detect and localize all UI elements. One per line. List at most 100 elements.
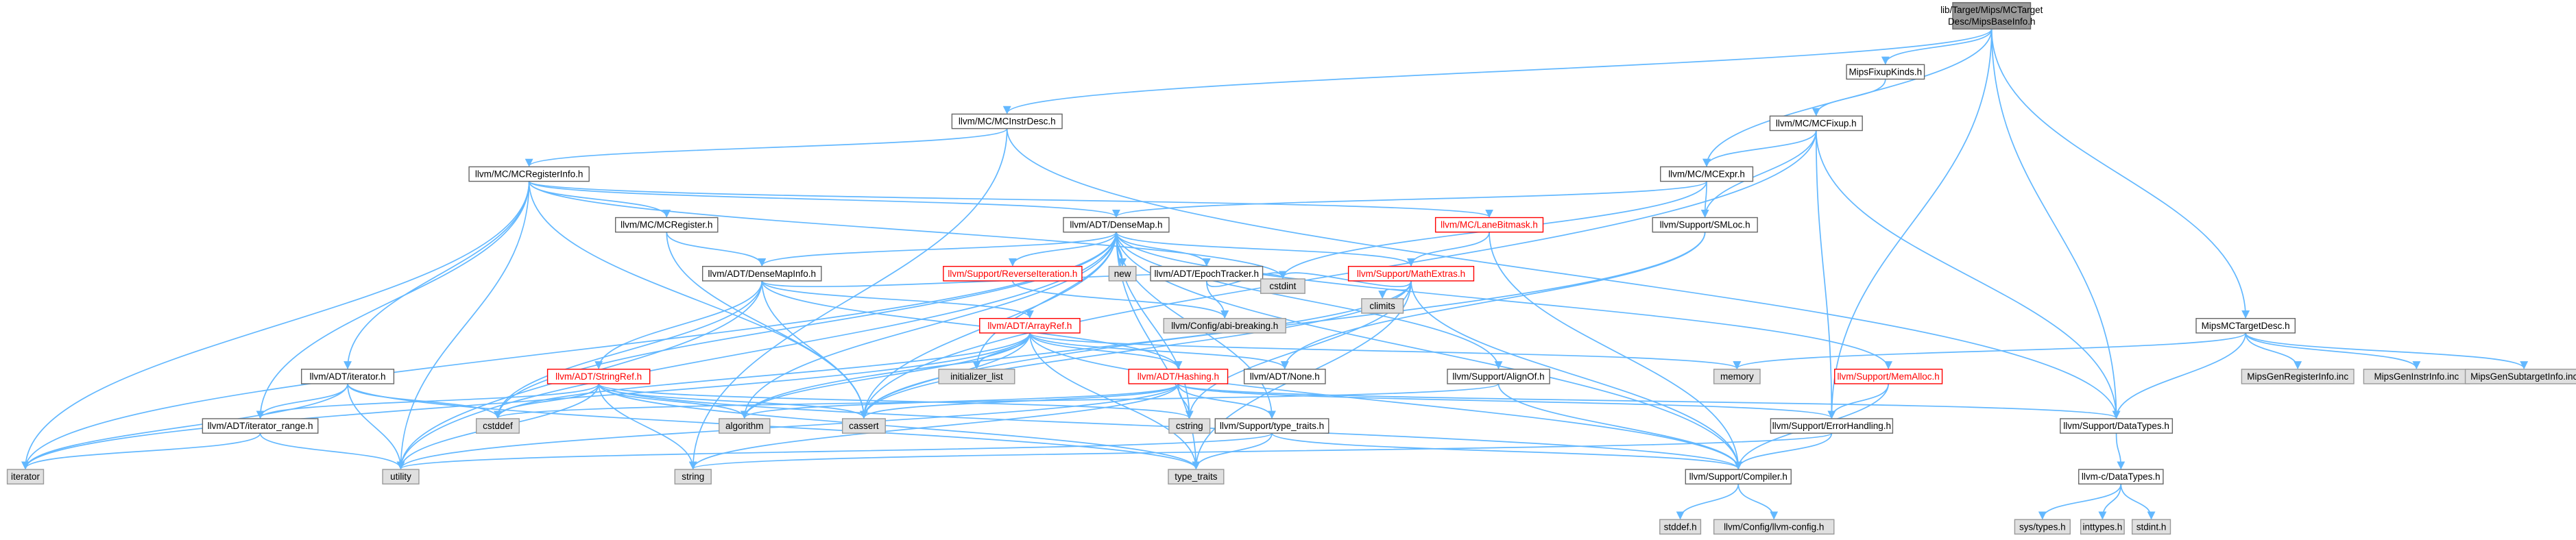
node-geninstrinfo: MipsGenInstrInfo.inc: [2363, 369, 2470, 384]
node-new: new: [1108, 266, 1137, 282]
node-cassert: cassert: [841, 418, 886, 434]
node-llvmconfig-box: [1713, 519, 1835, 535]
edge-densemap-to-densemapinfo: [758, 232, 1117, 267]
node-densemap-box: [1063, 217, 1170, 233]
node-iterator_h[interactable]: llvm/ADT/iterator.h: [301, 369, 395, 384]
node-stringref[interactable]: llvm/ADT/StringRef.h: [546, 369, 651, 384]
node-iterrange[interactable]: llvm/ADT/iterator_range.h: [202, 418, 319, 434]
node-densemapinfo[interactable]: llvm/ADT/DenseMapInfo.h: [701, 266, 822, 282]
node-typetraits_h-box: [1214, 418, 1329, 434]
edge-mcreginfo-to-iterator_h: [344, 181, 530, 369]
edge-fixupkinds-to-mcfixup: [1811, 79, 1886, 116]
edge-reverseiter-to-abibreaking: [1012, 280, 1229, 319]
edge-root-to-datatypes: [1990, 29, 2121, 419]
edge-cdatatypes-to-systypes: [2038, 484, 2122, 520]
node-iterrange-box: [202, 418, 319, 434]
node-mipsmctargetdesc[interactable]: MipsMCTargetDesc.h: [2195, 318, 2296, 334]
edge-datatypes-to-cdatatypes: [2115, 433, 2126, 470]
edge-mipsmctargetdesc-to-memory: [1733, 332, 2247, 369]
edge-hashing-to-errorhandling: [1177, 383, 1836, 419]
node-mathextras-label: llvm/Support/MathExtras.h: [1357, 269, 1465, 279]
node-type_traits-box: [1168, 469, 1225, 484]
node-cstdint-box: [1260, 278, 1305, 294]
node-reverseiter[interactable]: llvm/Support/ReverseIteration.h: [943, 266, 1083, 282]
node-mcfixup[interactable]: llvm/MC/MCFixup.h: [1769, 115, 1863, 132]
node-smloc-label: llvm/Support/SMLoc.h: [1660, 220, 1750, 230]
node-arrayref[interactable]: llvm/ADT/ArrayRef.h: [979, 318, 1081, 334]
node-stdint-label: stdint.h: [2136, 521, 2167, 532]
edge-mcfixup-to-datatypes: [1815, 130, 2121, 419]
edge-mcinstrdesc-to-string: [688, 128, 1008, 470]
node-fixupkinds[interactable]: MipsFixupKinds.h: [1846, 64, 1925, 80]
edge-densemapinfo-to-hashing: [761, 280, 1183, 369]
edge-mcregister-to-densemapinfo: [666, 232, 767, 267]
node-datatypes-box: [2060, 418, 2174, 434]
edge-mipsmctargetdesc-to-geninstrinfo: [2245, 332, 2421, 369]
node-densemap[interactable]: llvm/ADT/DenseMap.h: [1063, 217, 1170, 233]
node-reverseiter-label: llvm/Support/ReverseIteration.h: [948, 269, 1077, 279]
node-initlist-box: [938, 369, 1015, 384]
edge-stringref-to-type_traits: [598, 383, 1201, 470]
edge-arrayref-to-compiler: [1029, 332, 1743, 470]
node-mcregister[interactable]: llvm/MC/MCRegister.h: [614, 217, 719, 233]
node-llvmconfig-label: llvm/Config/llvm-config.h: [1724, 521, 1824, 532]
edge-densemapinfo-to-cassert: [761, 280, 868, 419]
node-arrayref-label: llvm/ADT/ArrayRef.h: [987, 321, 1072, 331]
node-mipsmctargetdesc-label: MipsMCTargetDesc.h: [2202, 321, 2290, 331]
node-mcinstrdesc-box: [951, 113, 1063, 130]
node-algorithm-label: algorithm: [725, 421, 764, 431]
edge-iterator_h-to-iterator_sys: [21, 383, 348, 470]
edge-stringref-to-compiler: [598, 383, 1742, 470]
node-mcreginfo[interactable]: llvm/MC/MCRegisterInfo.h: [468, 166, 590, 182]
node-stringref-label: llvm/ADT/StringRef.h: [555, 371, 642, 382]
edge-iterator_h-to-utility: [347, 383, 405, 470]
node-typetraits_h[interactable]: llvm/Support/type_traits.h: [1214, 418, 1329, 434]
edge-arrayref-to-hashing: [1029, 332, 1183, 369]
node-mcinstrdesc[interactable]: llvm/MC/MCInstrDesc.h: [951, 113, 1063, 130]
node-epochtracker[interactable]: llvm/ADT/EpochTracker.h: [1150, 266, 1264, 282]
node-lanebitmask[interactable]: llvm/MC/LaneBitmask.h: [1434, 217, 1544, 233]
node-memalloc[interactable]: llvm/Support/MemAlloc.h: [1834, 369, 1943, 384]
edge-mcreginfo-to-mcregister: [528, 181, 671, 218]
node-type_traits-label: type_traits: [1175, 471, 1218, 482]
node-smloc[interactable]: llvm/Support/SMLoc.h: [1652, 217, 1758, 233]
node-root[interactable]: lib/Target/Mips/MCTargetDesc/MipsBaseInf…: [1940, 2, 2043, 30]
node-mathextras[interactable]: llvm/Support/MathExtras.h: [1347, 266, 1475, 282]
node-mcexpr[interactable]: llvm/MC/MCExpr.h: [1660, 166, 1754, 182]
node-abibreaking: llvm/Config/abi-breaking.h: [1163, 318, 1286, 334]
node-iterator_h-box: [301, 369, 395, 384]
edge-mcreginfo-to-utility: [396, 181, 530, 470]
node-algorithm-box: [719, 418, 771, 434]
node-alignof-label: llvm/Support/AlignOf.h: [1452, 371, 1544, 382]
edge-iterrange-to-utility: [259, 432, 405, 470]
edge-hashing-to-datatypes: [1177, 383, 2121, 419]
node-mcinstrdesc-label: llvm/MC/MCInstrDesc.h: [959, 116, 1056, 127]
edge-mcexpr-to-smloc: [1700, 181, 1709, 218]
node-cstdint-label: cstdint: [1269, 281, 1296, 291]
node-initlist: initializer_list: [938, 369, 1015, 384]
node-hashing[interactable]: llvm/ADT/Hashing.h: [1128, 369, 1229, 384]
node-cstddef: cstddef: [475, 418, 520, 434]
node-cdatatypes[interactable]: llvm-c/DataTypes.h: [2078, 469, 2164, 484]
node-alignof[interactable]: llvm/Support/AlignOf.h: [1447, 369, 1550, 384]
node-compiler[interactable]: llvm/Support/Compiler.h: [1685, 469, 1792, 484]
node-densemap-label: llvm/ADT/DenseMap.h: [1070, 220, 1162, 230]
edge-root-to-mcinstrdesc: [1003, 29, 1993, 114]
edge-memalloc-to-errorhandling: [1827, 383, 1889, 419]
edge-stringref-to-iterrange: [256, 383, 599, 419]
node-arrayref-box: [979, 318, 1081, 334]
edge-mcinstrdesc-to-mcreginfo: [525, 127, 1008, 167]
node-string: string: [674, 469, 712, 484]
edge-epochtracker-to-abibreaking: [1205, 280, 1229, 319]
node-inttypes-label: inttypes.h: [2082, 521, 2122, 532]
node-none-label: llvm/ADT/None.h: [1250, 371, 1320, 382]
node-errorhandling[interactable]: llvm/Support/ErrorHandling.h: [1770, 418, 1894, 434]
node-none[interactable]: llvm/ADT/None.h: [1243, 369, 1326, 384]
node-compiler-label: llvm/Support/Compiler.h: [1689, 471, 1787, 482]
node-gensubtarget-box: [2464, 369, 2576, 384]
node-cassert-label: cassert: [849, 421, 879, 431]
node-systypes-label: sys/types.h: [2019, 521, 2066, 532]
node-datatypes[interactable]: llvm/Support/DataTypes.h: [2060, 418, 2174, 434]
node-abibreaking-box: [1163, 318, 1286, 334]
node-root-label-line-2: Desc/MipsBaseInfo.h: [1948, 16, 2036, 27]
